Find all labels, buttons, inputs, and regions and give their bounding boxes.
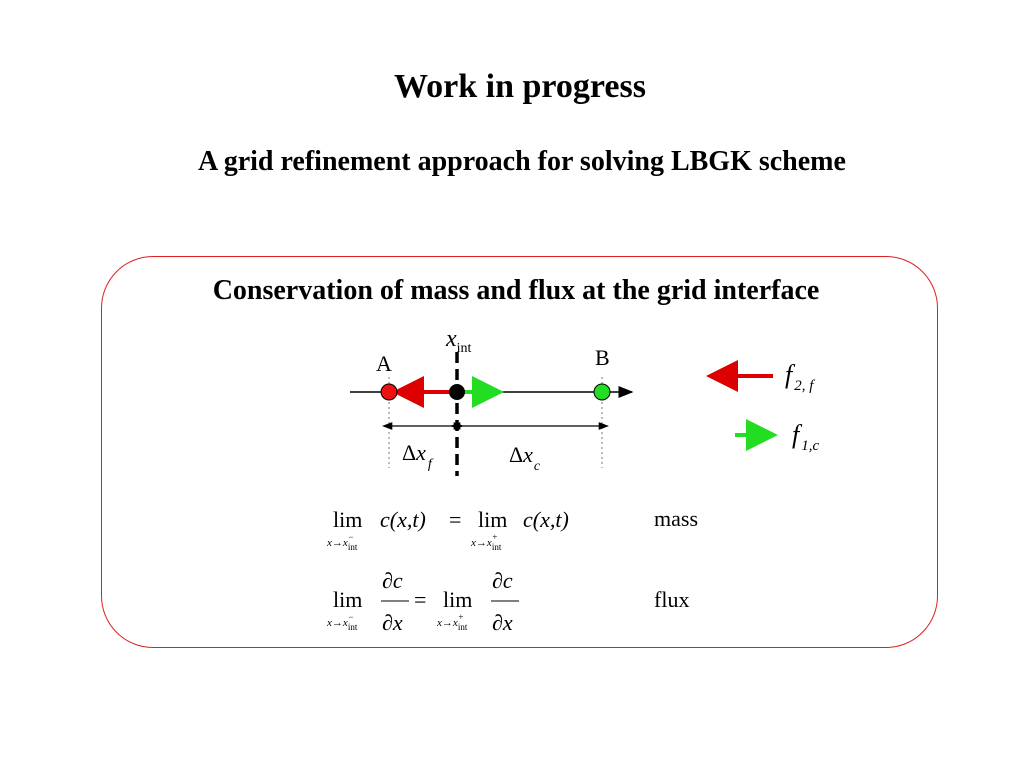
flux-num-left: ∂c bbox=[382, 568, 403, 593]
interface-symbol: x bbox=[445, 326, 457, 352]
point-b-label: B bbox=[595, 345, 610, 370]
flux-lim-right-sub: x→x+int bbox=[436, 612, 468, 632]
legend-red-sub: 2, f bbox=[794, 378, 815, 394]
mass-expr-left: c(x,t) bbox=[380, 507, 426, 532]
mass-lim-right: lim bbox=[478, 507, 507, 532]
slide-title: Work in progress bbox=[394, 68, 646, 105]
legend-red-var: f bbox=[785, 360, 796, 389]
flux-den-left: ∂x bbox=[382, 610, 403, 635]
point-a-label: A bbox=[376, 351, 392, 376]
flux-lim-left-int: int bbox=[348, 622, 358, 632]
flux-lim-right-int: int bbox=[458, 622, 468, 632]
flux-lim-left-minus: − bbox=[348, 612, 354, 622]
mass-label: mass bbox=[654, 506, 698, 531]
mass-expr-right: c(x,t) bbox=[523, 507, 569, 532]
dx-coarse-var: x bbox=[522, 442, 533, 467]
slide-subtitle: A grid refinement approach for solving L… bbox=[198, 146, 846, 177]
dx-coarse-sub: c bbox=[534, 459, 541, 474]
interface-label: xint bbox=[445, 326, 472, 356]
point-a-marker bbox=[380, 383, 398, 401]
flux-equation: lim x→x−int ∂c ∂x = lim x→x+int ∂c ∂x fl… bbox=[326, 568, 689, 635]
mass-lim-left-int: int bbox=[348, 542, 358, 552]
mass-lim-right-plus: + bbox=[492, 532, 498, 542]
mass-lim-left: lim bbox=[333, 507, 362, 532]
flux-lim-right-to: x→x bbox=[436, 617, 458, 629]
flux-lim-left-to: x→x bbox=[326, 617, 348, 629]
interface-subscript: int bbox=[457, 341, 472, 356]
flux-label: flux bbox=[654, 587, 689, 612]
point-b-marker bbox=[593, 383, 611, 401]
dx-coarse-delta: Δ bbox=[509, 442, 523, 467]
dx-fine-sub: f bbox=[428, 457, 434, 472]
dx-fine-var: x bbox=[415, 440, 426, 465]
mass-lim-right-sub: x→x+int bbox=[470, 532, 502, 552]
dx-fine-delta: Δ bbox=[402, 440, 416, 465]
mass-lim-left-minus: − bbox=[348, 532, 354, 542]
mass-lim-right-to: x→x bbox=[470, 537, 492, 549]
flux-lim-left-sub: x→x−int bbox=[326, 612, 358, 632]
mass-lim-left-sub: x→x−int bbox=[326, 532, 358, 552]
content-panel bbox=[101, 256, 938, 648]
interface-point bbox=[449, 384, 465, 400]
mass-lim-right-int: int bbox=[492, 542, 502, 552]
flux-lim-left: lim bbox=[333, 587, 362, 612]
flux-equals: = bbox=[414, 587, 426, 612]
legend-green-sub: 1,c bbox=[801, 438, 819, 454]
mass-equation: lim x→x−int c(x,t) = lim x→x+int c(x,t) … bbox=[326, 506, 698, 552]
flux-den-right: ∂x bbox=[492, 610, 513, 635]
mass-lim-left-to: x→x bbox=[326, 537, 348, 549]
flux-num-right: ∂c bbox=[492, 568, 513, 593]
dx-coarse-label: Δxc bbox=[509, 442, 541, 474]
legend-green-var: f bbox=[792, 420, 803, 449]
panel-heading: Conservation of mass and flux at the gri… bbox=[212, 275, 820, 306]
mass-equals: = bbox=[449, 507, 461, 532]
flux-lim-right-plus: + bbox=[458, 612, 464, 622]
flux-lim-right: lim bbox=[443, 587, 472, 612]
